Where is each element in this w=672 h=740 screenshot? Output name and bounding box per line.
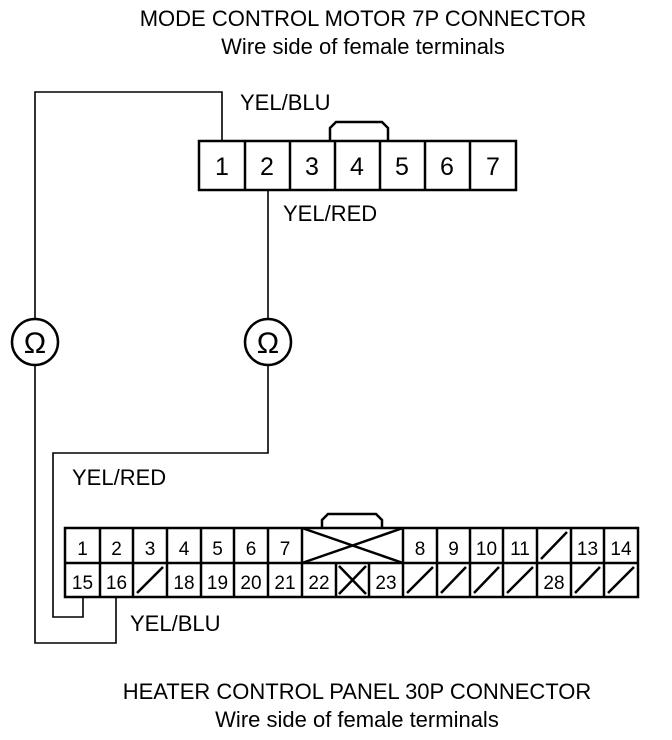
bottom-pin: 15 <box>72 573 93 594</box>
wire-label-top-pin1: YEL/BLU <box>240 90 331 115</box>
top-connector-body <box>197 139 518 192</box>
bottom-pin: 1 <box>77 539 88 560</box>
top-pin-5: 5 <box>395 153 409 181</box>
bottom-pin: 21 <box>274 573 295 594</box>
unused-cell-slash <box>406 566 434 594</box>
wire-yel-blu <box>34 91 223 318</box>
bottom-pin: 7 <box>280 539 291 560</box>
top-pin-1: 1 <box>215 153 229 181</box>
unused-cell-slash <box>506 566 534 594</box>
wire-yel-blu-lower <box>34 366 117 644</box>
wire-label-bottom-pin16: YEL/BLU <box>130 611 221 636</box>
bottom-pin: 20 <box>240 573 261 594</box>
bottom-pin: 11 <box>510 539 530 560</box>
cross-mark <box>338 565 367 595</box>
ohm-icon: Ω <box>257 327 279 360</box>
wire-label-top-pin2: YEL/RED <box>283 201 377 226</box>
top-connector-latch <box>328 120 390 141</box>
bottom-pin: 6 <box>246 539 257 560</box>
top-pin-7: 7 <box>486 153 500 181</box>
unused-cell-slash <box>473 566 500 594</box>
bottom-pin: 18 <box>173 573 194 594</box>
bottom-pin: 13 <box>577 539 598 560</box>
bottom-pin: 4 <box>179 539 190 560</box>
ohm-icon: Ω <box>24 327 46 360</box>
top-pin-3: 3 <box>305 153 319 181</box>
bottom-pin: 10 <box>476 539 497 560</box>
top-pin-6: 6 <box>440 153 454 181</box>
wiring <box>34 91 269 644</box>
cross-mark <box>301 526 404 565</box>
bottom-pin: 23 <box>375 573 396 594</box>
bottom-connector-latch <box>320 512 384 528</box>
ohmmeter-right: Ω <box>243 317 293 367</box>
bottom-pin: 28 <box>543 573 564 594</box>
ohmmeter-left: Ω <box>10 317 60 367</box>
wire-label-bottom-pin15: YEL/RED <box>72 465 166 490</box>
top-connector-title: MODE CONTROL MOTOR 7P CONNECTOR <box>140 6 587 31</box>
bottom-pin: 22 <box>308 573 329 594</box>
unused-cell-slash <box>136 566 164 594</box>
bottom-pin: 9 <box>448 539 459 560</box>
bottom-connector-title: HEATER CONTROL PANEL 30P CONNECTOR <box>123 679 592 704</box>
top-pin-4: 4 <box>350 153 364 181</box>
unused-cell-slash <box>440 566 467 594</box>
bottom-pin: 19 <box>207 573 228 594</box>
unused-cell-slash <box>607 566 635 594</box>
unused-cell-slash <box>574 566 601 594</box>
top-connector: 1 2 3 4 5 6 7 <box>197 120 518 192</box>
bottom-pin: 2 <box>111 539 122 560</box>
unused-cell-slash <box>540 531 568 560</box>
bottom-pin: 8 <box>415 539 426 560</box>
top-pin-2: 2 <box>260 153 274 181</box>
bottom-pin: 5 <box>212 539 223 560</box>
top-connector-subtitle: Wire side of female terminals <box>221 34 505 59</box>
bottom-pin: 3 <box>145 539 156 560</box>
bottom-pin: 16 <box>106 573 127 594</box>
wire-yel-red-lower <box>52 366 269 618</box>
bottom-pin: 14 <box>610 539 632 560</box>
bottom-connector-subtitle: Wire side of female terminals <box>215 707 499 732</box>
